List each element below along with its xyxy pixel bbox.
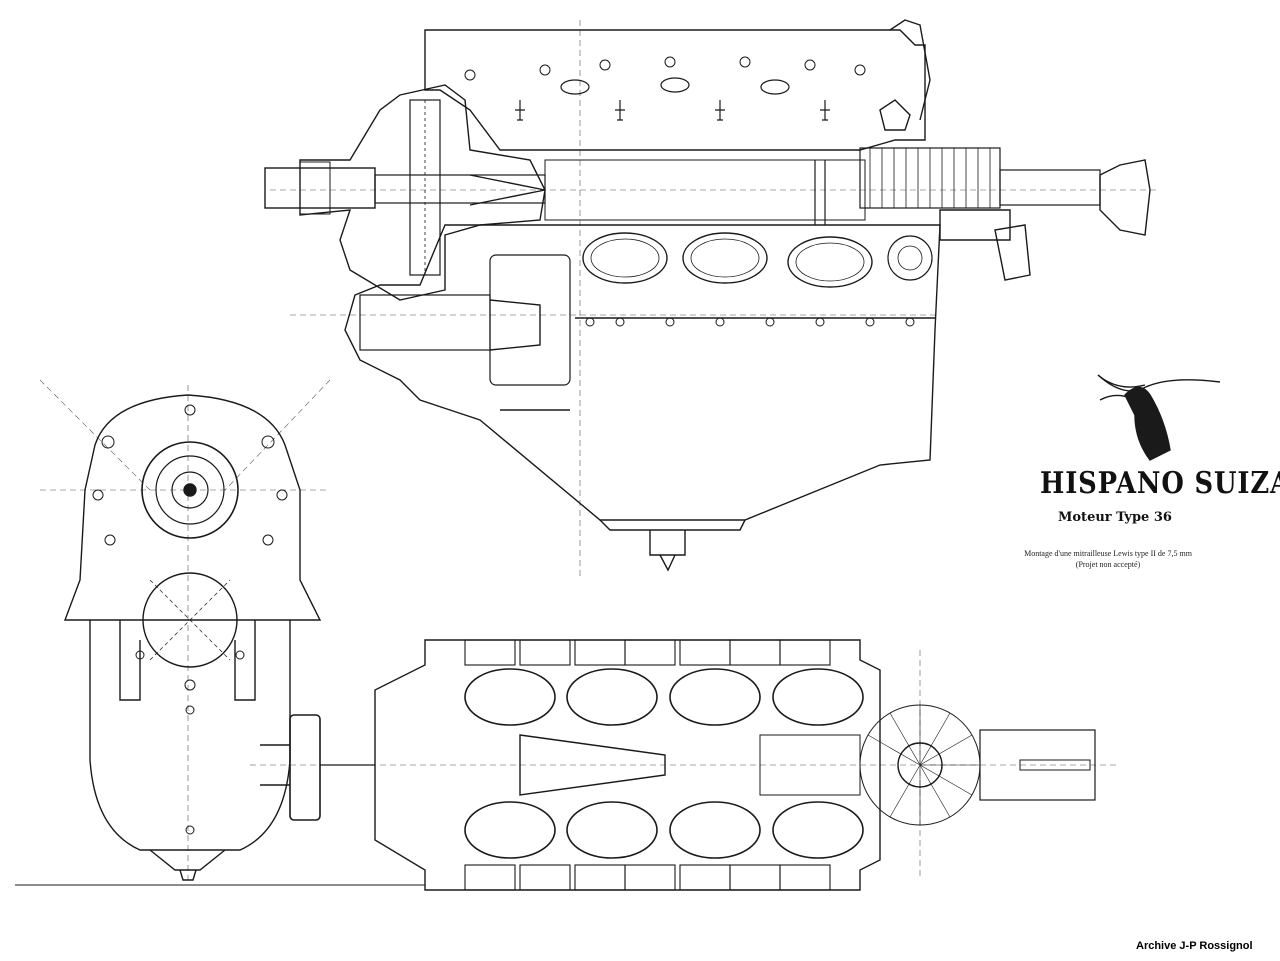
front-view (39, 379, 331, 881)
model-subtitle: Moteur Type 36 (1058, 510, 1172, 525)
hispano-suiza-logo (1097, 374, 1221, 461)
drawing-note-line2: (Projet non accepté) (1075, 560, 1141, 569)
side-view (264, 19, 1160, 580)
archive-credit: Archive J-P Rossignol (1136, 940, 1253, 952)
plan-view (15, 639, 1120, 891)
brand-title: HISPANO SUIZA (1040, 466, 1280, 501)
drawing-note-line1: Montage d'une mitrailleuse Lewis type II… (1024, 549, 1192, 558)
